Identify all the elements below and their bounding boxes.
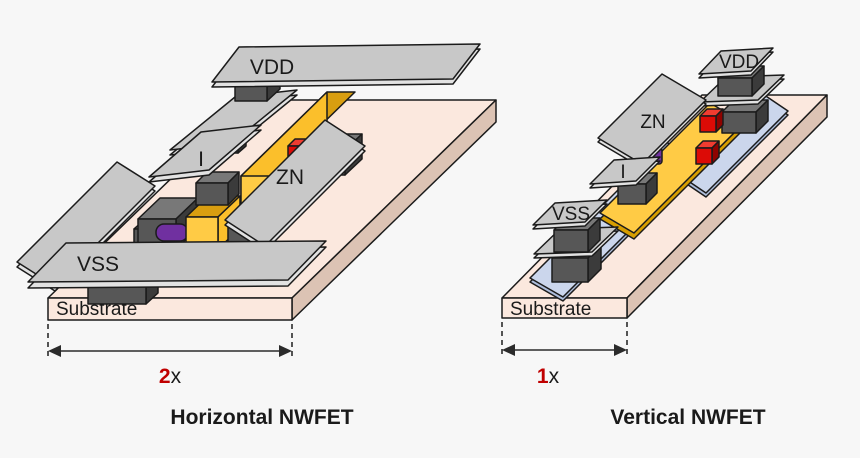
dim-arrowhead-left (502, 344, 515, 356)
dim-value: 1x (537, 365, 560, 388)
horizontal-nwfet-title: Horizontal NWFET (170, 406, 353, 429)
vdd-plate: VDD (211, 43, 481, 88)
input-plate: I (148, 124, 262, 183)
input-plate-top (148, 124, 262, 178)
p-nanowire-front (699, 115, 717, 133)
vss-via-front (87, 285, 147, 305)
input-plate-top (589, 156, 661, 185)
n-nanowire-left (155, 223, 189, 242)
input-via-front (195, 182, 229, 206)
dim-arrowhead-left (48, 345, 61, 357)
input-via (195, 171, 240, 206)
vss-upper-via-front (553, 229, 589, 253)
vss-label: VSS (77, 253, 119, 276)
output-label: ZN (276, 166, 304, 189)
output-plate-top (597, 73, 707, 165)
dim-value: 2x (159, 365, 182, 388)
output-plate: ZN (224, 119, 366, 252)
substrate-label: Substrate (510, 299, 591, 320)
vdd-upper-via-front (717, 77, 753, 97)
vdd-plate-top (211, 43, 481, 83)
width-dimension: 1x (501, 322, 628, 388)
vss-tower: VSS (532, 199, 619, 283)
vertical-nwfet-title: Vertical NWFET (610, 406, 765, 429)
input-via-front (617, 183, 647, 205)
output-label: ZN (640, 112, 665, 133)
vdd-lower-via-front (721, 111, 757, 134)
input-label: I (198, 148, 204, 171)
vss-label: VSS (552, 204, 590, 225)
vss-plate: VSS (27, 240, 327, 289)
substrate-front-face (501, 297, 628, 319)
vertical-nwfet-diagram: Substrate (501, 47, 828, 429)
vdd-label: VDD (250, 56, 294, 79)
vss-plate-top (27, 240, 327, 283)
horizontal-nwfet-diagram: Substrate VDD (16, 43, 497, 429)
input-label: I (620, 162, 625, 183)
gate-front-block (185, 195, 241, 250)
vss-plate-top (532, 199, 608, 226)
output-plate-top (224, 119, 366, 247)
input-plate: I (589, 156, 661, 189)
dim-arrowhead-right (614, 344, 627, 356)
vdd-plate-top (698, 47, 774, 75)
dim-arrowhead-right (279, 345, 292, 357)
p-nanowire-lower (695, 140, 720, 165)
vss-lower-via-front (551, 257, 589, 283)
vdd-label: VDD (719, 52, 759, 73)
p-nanowire-upper (699, 108, 724, 133)
p-nanowire-front (695, 147, 713, 165)
width-dimension: 2x (47, 324, 293, 388)
